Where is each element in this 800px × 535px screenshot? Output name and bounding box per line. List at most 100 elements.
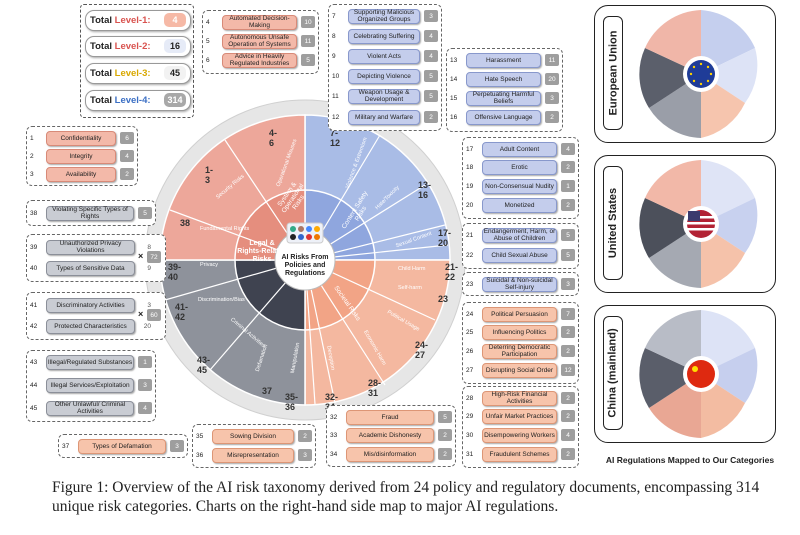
category-pill: Fraud — [346, 409, 434, 425]
cross-icon: × — [138, 251, 144, 261]
category-count: 6 — [120, 132, 134, 144]
category-number: 27 — [466, 366, 474, 374]
category-pill: Offensive Language — [466, 109, 541, 125]
category-count: 5 — [138, 207, 152, 219]
ring-num-13-16: 13-16 — [418, 180, 432, 200]
category-pill: Weapon Usage & Development — [348, 88, 420, 104]
category-count: 20 — [545, 73, 559, 85]
discrimination-total: 60 — [147, 309, 161, 321]
us-mini-sunburst — [639, 160, 758, 288]
category-count: 11 — [301, 35, 315, 47]
category-pill: Disrupting Social Order — [482, 362, 557, 378]
category-number: 21 — [466, 231, 474, 239]
category-number: 3 — [30, 170, 34, 178]
category-count: 4 — [138, 402, 152, 414]
category-number: 44 — [30, 381, 38, 389]
category-count: 3 — [545, 92, 559, 104]
l2-discrimination: Discrimination/Bias — [198, 297, 245, 303]
category-count: 2 — [561, 345, 575, 357]
model-logos-icon — [290, 226, 320, 240]
category-count: 2 — [120, 168, 134, 180]
category-number: 10 — [332, 72, 340, 80]
ring-num-17-20: 17-20 — [438, 228, 452, 248]
category-pill: Unauthorized Privacy Violations — [46, 239, 135, 255]
category-pill: Adult Content — [482, 141, 557, 157]
category-count: 5 — [424, 90, 438, 102]
category-pill: Celebrating Suffering — [348, 28, 420, 44]
category-count: 3 — [298, 449, 312, 461]
category-count: 2 — [561, 392, 575, 404]
category-count: 2 — [561, 448, 575, 460]
ring-num-24-27: 24-27 — [415, 340, 429, 360]
category-pill: Advice in Heavily Regulated Industries — [222, 52, 297, 68]
category-number: 13 — [450, 56, 458, 64]
l2-self: Self-harm — [398, 285, 422, 291]
category-pill: Sowing Division — [212, 428, 294, 444]
category-pill: Harassment — [466, 52, 541, 68]
category-number: 41 — [30, 301, 38, 309]
category-number: 30 — [466, 431, 474, 439]
category-pill: Protected Characteristics — [46, 318, 135, 334]
category-count: 3 — [424, 10, 438, 22]
category-count: 5 — [438, 411, 452, 423]
taxonomy-sunburst — [144, 99, 466, 421]
regulation-china-label: China (mainland) — [607, 328, 620, 418]
china-flag-icon — [687, 360, 715, 388]
china-mini-sunburst — [639, 310, 758, 438]
ring-num-1-3: 1-3 — [205, 165, 214, 185]
cross-icon: × — [138, 309, 144, 319]
category-number: 25 — [466, 328, 474, 336]
regulation-china-panel: China (mainland) — [594, 305, 776, 443]
category-pill: Non-Consensual Nudity — [482, 178, 557, 194]
category-pill: Types of Defamation — [78, 438, 166, 454]
category-pill: Types of Sensitive Data — [46, 260, 135, 276]
category-count: 11 — [545, 54, 559, 66]
l2-fundamental-rights: Fundamental Rights — [200, 226, 250, 232]
category-pill: Political Persuasion — [482, 306, 557, 322]
ring-num-39-40: 39-40 — [168, 262, 182, 282]
category-number: 43 — [30, 358, 38, 366]
category-number: 40 — [30, 264, 38, 272]
category-number: 23 — [466, 280, 474, 288]
category-pill: Erotic — [482, 159, 557, 175]
category-number: 29 — [466, 412, 474, 420]
ring-num-23: 23 — [438, 294, 449, 304]
category-count: 2 — [561, 161, 575, 173]
category-pill: Depicting Violence — [348, 68, 420, 84]
category-pill: Fraudulent Schemes — [482, 446, 557, 462]
category-count: 2 — [424, 111, 438, 123]
legend-level-1-value: 4 — [164, 13, 186, 27]
category-count: 4 — [424, 50, 438, 62]
category-pill: Discriminatory Activities — [46, 297, 135, 313]
category-number: 9 — [332, 52, 336, 60]
category-number: 14 — [450, 75, 458, 83]
legend-level-4: Total Level-4: 314 — [85, 90, 191, 111]
category-pill: High-Risk Financial Activities — [482, 390, 557, 406]
category-number: 38 — [30, 209, 38, 217]
category-number: 1 — [30, 134, 34, 142]
category-pill: Autonomous Unsafe Operation of Systems — [222, 33, 297, 49]
l2-child: Child Harm — [398, 266, 426, 272]
category-number: 22 — [466, 251, 474, 259]
regulation-us-label: United States — [607, 187, 620, 259]
category-pill: Violent Acts — [348, 48, 420, 64]
category-pill: Automated Decision-Making — [222, 14, 297, 30]
category-number: 12 — [332, 113, 340, 121]
category-count: 4 — [424, 30, 438, 42]
category-count: 2 — [438, 448, 452, 460]
ring-num-7-12: 7-12 — [330, 128, 341, 148]
regulation-us-panel: United States — [594, 155, 776, 293]
category-pill: Monetized — [482, 197, 557, 213]
category-count: 10 — [301, 16, 315, 28]
regulation-eu-label: European Union — [607, 30, 620, 116]
category-number: 26 — [466, 347, 474, 355]
